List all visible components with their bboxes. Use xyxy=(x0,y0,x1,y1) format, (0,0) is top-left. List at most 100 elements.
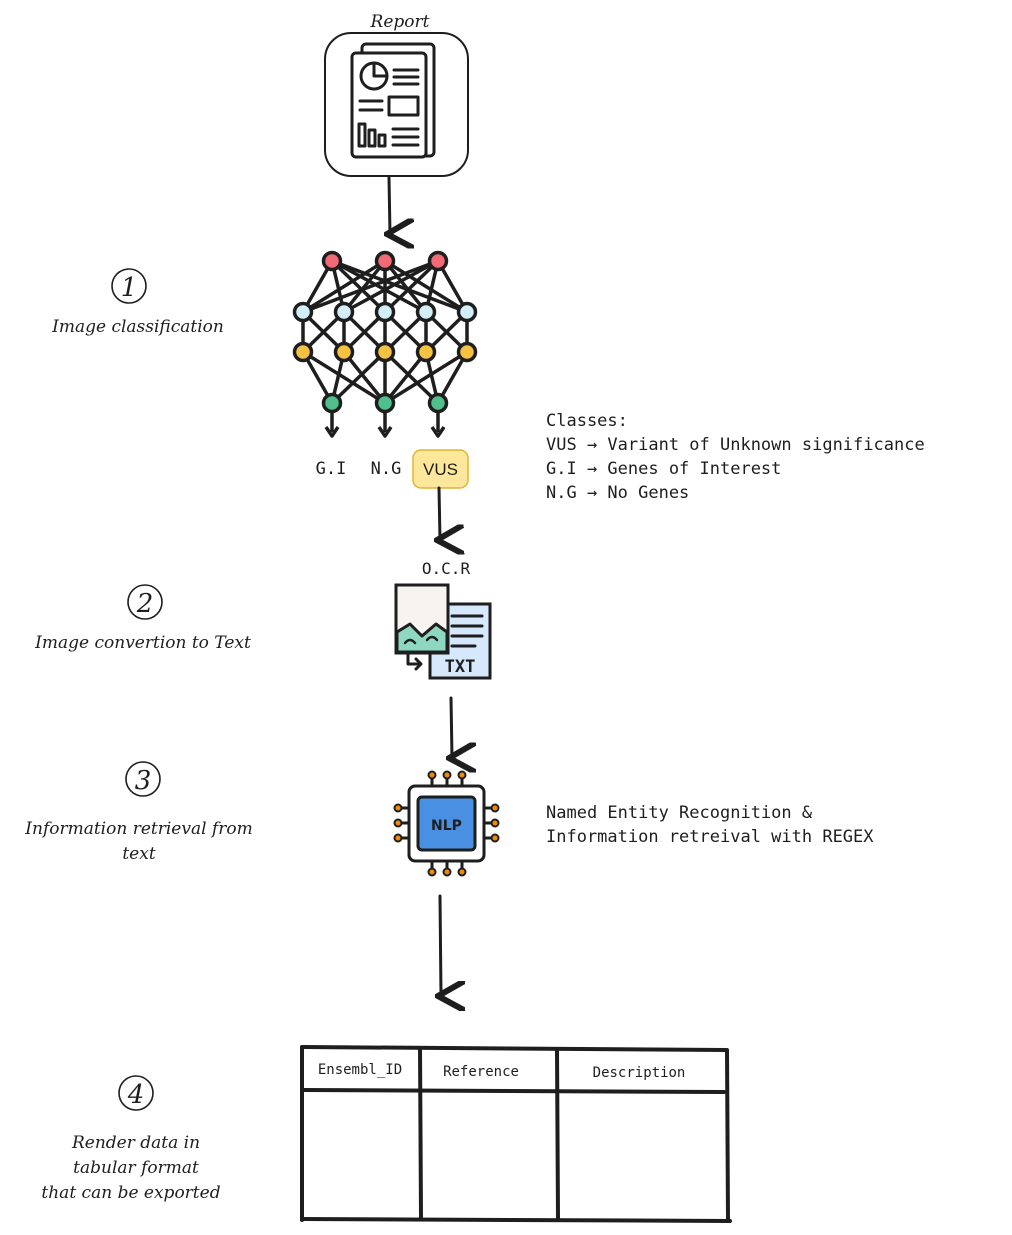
network-node xyxy=(333,341,355,363)
class-item-gi: G.I → Genes of Interest xyxy=(546,459,781,479)
arrow-report-to-network xyxy=(389,176,390,234)
network-node xyxy=(374,250,396,272)
output-ng-label: N.G xyxy=(371,459,402,479)
step-2: 2 Image convertion to Text xyxy=(34,584,251,653)
nlp-description: Named Entity Recognition & Information r… xyxy=(546,803,874,847)
network-node xyxy=(374,301,396,323)
network-node xyxy=(333,301,355,323)
network-edge xyxy=(302,259,386,314)
chip-pin-pad xyxy=(393,818,403,828)
network-edge xyxy=(343,259,439,314)
network-node xyxy=(321,392,343,414)
chip-pin-pad xyxy=(442,770,452,780)
step-3-label-line-2: text xyxy=(122,844,155,864)
network-node xyxy=(456,301,478,323)
network-edge xyxy=(342,350,387,405)
step-1-number: 1 xyxy=(121,273,138,303)
class-item-vus: VUS → Variant of Unknown significance xyxy=(546,435,925,455)
ocr-icon: TXT xyxy=(394,583,492,680)
network-node xyxy=(427,392,449,414)
nlp-chip-core xyxy=(416,795,477,852)
network-edge xyxy=(302,350,386,405)
class-item-ng: N.G → No Genes xyxy=(546,483,689,503)
report-document-icon xyxy=(350,42,436,159)
table-header-ensembl-id: Ensembl_ID xyxy=(318,1062,402,1078)
network-output-arrowhead xyxy=(377,426,393,438)
chip-pin-pad xyxy=(393,833,403,843)
network-edge xyxy=(383,259,440,314)
report-label: Report xyxy=(370,12,430,32)
chip-pin-pad xyxy=(442,867,452,877)
classes-legend: Classes: VUS → Variant of Unknown signif… xyxy=(546,411,925,503)
nlp-node: NLP xyxy=(393,770,500,877)
network-node xyxy=(456,341,478,363)
network-edge xyxy=(330,259,387,314)
arrow-ocr-to-nlp xyxy=(451,696,452,758)
network-node xyxy=(427,250,449,272)
chip-pin-pad xyxy=(457,770,467,780)
network-edge xyxy=(383,350,440,405)
network-output-arrowhead xyxy=(324,426,340,438)
neural-network-icon xyxy=(292,250,478,438)
network-edge xyxy=(302,259,439,314)
step-2-label: Image convertion to Text xyxy=(34,633,251,653)
output-vus-label: VUS xyxy=(423,460,458,479)
output-gi-label: G.I xyxy=(316,459,347,479)
arrow-vus-to-ocr xyxy=(439,486,440,540)
step-1: 1 Image classification xyxy=(51,268,224,337)
report-node: Report xyxy=(324,12,469,177)
chip-pin-pad xyxy=(427,867,437,877)
step-4-label-line-3: that can be exported xyxy=(41,1183,220,1203)
network-node xyxy=(374,392,396,414)
network-edge xyxy=(331,259,468,314)
network-nodes xyxy=(292,250,478,414)
step-4-label-line-1: Render data in xyxy=(71,1133,200,1153)
network-edge xyxy=(330,350,387,405)
network-node xyxy=(374,341,396,363)
step-2-number: 2 xyxy=(136,589,154,619)
chip-pin-pad xyxy=(490,818,500,828)
network-edge xyxy=(383,259,428,314)
network-edge xyxy=(384,350,468,405)
step-1-badge xyxy=(111,268,147,304)
network-edge xyxy=(384,259,468,314)
step-3-label-line-1: Information retrieval from xyxy=(24,819,252,839)
table-header-reference: Reference xyxy=(443,1064,519,1080)
nlp-description-line-2: Information retreival with REGEX xyxy=(546,827,874,847)
chip-pin-pad xyxy=(490,833,500,843)
network-edge xyxy=(383,350,428,405)
network-node xyxy=(292,341,314,363)
chip-pin-pad xyxy=(457,867,467,877)
network-output-arrowhead xyxy=(430,426,446,438)
network-edge xyxy=(342,259,387,314)
ocr-node: O.C.R TXT xyxy=(394,559,492,680)
network-node xyxy=(292,301,314,323)
step-4: 4 Render data in tabular format that can… xyxy=(41,1075,221,1203)
network-node xyxy=(415,301,437,323)
network-output-arrows xyxy=(324,412,446,438)
network-connections xyxy=(301,259,469,405)
table-header-description: Description xyxy=(593,1065,686,1081)
classes-heading: Classes: xyxy=(546,411,628,431)
arrow-nlp-to-table xyxy=(440,894,441,996)
chip-pin-pad xyxy=(393,803,403,813)
network-edge xyxy=(331,259,427,314)
nlp-description-line-1: Named Entity Recognition & xyxy=(546,803,813,823)
step-4-badge xyxy=(118,1075,154,1111)
step-1-label: Image classification xyxy=(51,317,224,337)
network-node xyxy=(415,341,437,363)
step-3: 3 Information retrieval from text xyxy=(24,761,253,864)
step-3-number: 3 xyxy=(135,766,152,796)
output-table: Ensembl_ID Reference Description xyxy=(300,1045,732,1223)
chip-pin-pad xyxy=(427,770,437,780)
report-frame xyxy=(324,32,469,177)
ocr-label: O.C.R xyxy=(422,559,471,578)
network-node xyxy=(321,250,343,272)
ocr-txt-label: TXT xyxy=(445,657,476,677)
nlp-chip-label: NLP xyxy=(431,818,462,834)
step-4-number: 4 xyxy=(127,1080,145,1110)
step-2-badge xyxy=(127,584,163,620)
step-4-label-line-2: tabular format xyxy=(73,1158,199,1178)
classification-outputs: G.I N.G VUS xyxy=(316,449,469,489)
